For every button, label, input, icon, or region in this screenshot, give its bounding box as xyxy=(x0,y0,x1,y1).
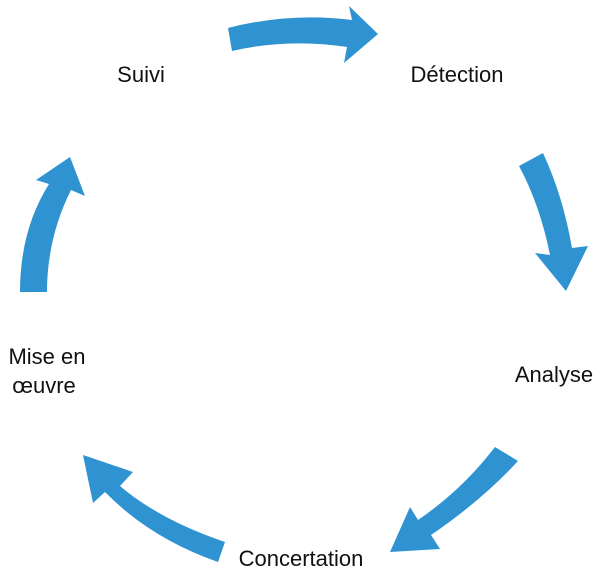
stage-label-concertation: Concertation xyxy=(239,546,364,571)
stage-label-mise-en-oeuvre-line1: Mise en xyxy=(8,344,85,369)
stage-label-mise-en-oeuvre-line2: œuvre xyxy=(12,373,76,398)
stage-label-suivi: Suivi xyxy=(117,62,165,87)
arrow-detection-to-analyse xyxy=(519,153,588,291)
arrow-mise-en-oeuvre-to-suivi xyxy=(20,157,85,292)
stage-label-analyse: Analyse xyxy=(515,362,593,387)
arrow-analyse-to-concertation xyxy=(390,447,518,552)
arrow-concertation-to-mise-en-oeuvre xyxy=(83,455,225,562)
stage-label-detection: Détection xyxy=(411,62,504,87)
arrow-suivi-to-detection xyxy=(228,6,378,63)
